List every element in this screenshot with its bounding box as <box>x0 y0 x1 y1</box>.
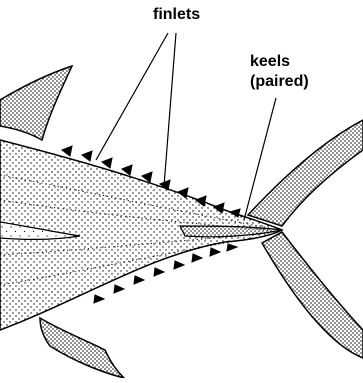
caudal-fin-upper-lobe <box>248 120 363 226</box>
caudal-fin-lower-lobe <box>262 232 363 358</box>
keels-label-line1: keels <box>250 52 309 72</box>
anal-fin <box>40 318 124 378</box>
keels-label-line2: (paired) <box>250 72 309 92</box>
dorsal-fin <box>0 66 72 140</box>
finlets-label: finlets <box>153 5 200 25</box>
keels-label: keels (paired) <box>250 52 309 92</box>
